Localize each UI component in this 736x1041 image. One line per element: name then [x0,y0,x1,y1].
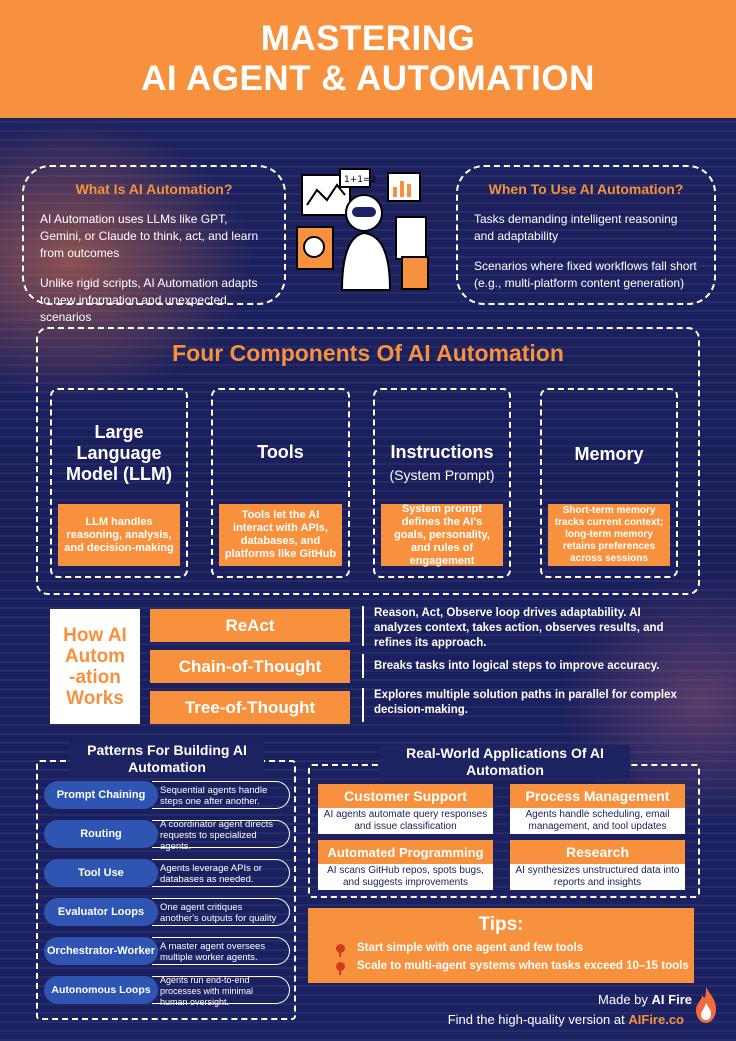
patterns-list: Prompt Chaining Sequential agents handle… [44,780,290,1007]
formula-text: 1+1=2 [344,175,376,185]
component-sub: (System Prompt) [389,467,495,483]
pattern-desc: One agent critiques another's outputs fo… [152,898,290,926]
tips-title: Tips: [478,914,524,935]
patterns-title: Patterns For Building AI Automation [70,742,264,776]
application-label: Process Management [510,784,685,808]
method-react-desc: Reason, Act, Observe loop drives adaptab… [362,606,682,649]
method-label: Tree-of-Thought [184,697,316,717]
how-it-works-title: How AI Autom -ation Works [63,624,127,709]
component-name: Tools [257,442,304,462]
method-chain-of-thought: Chain-of-Thought [150,650,350,683]
footer-find: Find the high-quality version at AIFire.… [448,1012,684,1027]
chart-card-4 [395,216,427,260]
method-tree-of-thought: Tree-of-Thought [150,691,350,724]
when-to-use-p2: Scenarios where fixed workflows fall sho… [474,259,697,290]
what-is-p2: Unlike rigid scripts, AI Automation adap… [40,276,258,324]
what-is-box: What Is AI Automation? AI Automation use… [22,165,286,324]
application-label: Research [510,840,685,864]
tip-text: Start simple with one agent and few tool… [357,942,584,954]
title-line-2: AI AGENT & AUTOMATION [141,59,595,98]
pattern-desc: Sequential agents handle steps one after… [152,781,290,809]
application-label: Customer Support [318,784,493,808]
component-card-memory: Memory Short-term memory tracks current … [540,388,678,578]
tip-item: Scale to multi-agent systems when tasks … [336,960,694,975]
formula-card [339,168,371,188]
pattern-desc: Agents run end-to-end processes with min… [152,975,290,1007]
title-line-1: MASTERING [260,19,476,58]
pattern-row: Routing A coordinator agent directs requ… [44,819,290,852]
when-to-use-box: When To Use AI Automation? Tasks demandi… [456,165,716,305]
brand-name: AI Fire [651,992,692,1007]
components-section [36,327,700,595]
component-name: Large Language Model (LLM) [66,422,172,484]
component-card-instructions: Instructions (System Prompt) System prom… [373,388,511,578]
pattern-label: Evaluator Loops [44,898,158,926]
application-desc: AI agents automate query responses and i… [318,808,493,834]
components-title: Four Components Of AI Automation [172,340,564,366]
component-desc: System prompt defines the AI's goals, pe… [381,503,503,567]
find-text: Find the high-quality version at [447,1012,625,1027]
pattern-label: Orchestrator-Worker [44,937,158,965]
made-by-text: Made by [598,992,648,1007]
component-name: Memory [574,444,644,464]
pattern-desc: A master agent oversees multiple worker … [152,937,290,965]
application-label: Automated Programming [318,840,493,864]
pattern-row: Orchestrator-Worker A master agent overs… [44,936,290,966]
application-desc: AI synthesizes unstructured data into re… [510,864,685,890]
when-to-use-p1: Tasks demanding intelligent reasoning an… [474,212,678,243]
pattern-label: Prompt Chaining [44,781,158,809]
pattern-desc: Agents leverage APIs or databases as nee… [152,859,290,887]
tip-text: Scale to multi-agent systems when tasks … [357,960,689,972]
application-automated-programming: Automated Programming AI scans GitHub re… [318,840,493,890]
applications-title: Real-World Applications Of AI Automation [380,745,630,779]
pattern-label: Autonomous Loops [44,976,158,1004]
pin-icon [336,961,345,975]
how-it-works-box: How AI Autom -ation Works [50,609,140,724]
tip-item: Start simple with one agent and few tool… [336,942,694,957]
method-chain-of-thought-desc: Breaks tasks into logical steps to impro… [362,654,682,678]
pattern-label: Routing [44,820,158,848]
robot-illustration: 1+1=2 [296,168,429,291]
when-to-use-title: When To Use AI Automation? [488,181,684,197]
pattern-row: Autonomous Loops Agents run end-to-end p… [44,975,290,1007]
pattern-desc: A coordinator agent directs requests to … [152,819,290,852]
method-react: ReAct [150,609,350,642]
robot-body [340,231,392,291]
method-label: Chain-of-Thought [178,656,322,676]
pattern-row: Evaluator Loops One agent critiques anot… [44,897,290,927]
application-research: Research AI synthesizes unstructured dat… [510,840,685,890]
chart-card-5 [401,256,429,290]
component-desc: LLM handles reasoning, analysis, and dec… [58,504,180,566]
application-desc: Agents handle scheduling, email manageme… [510,808,685,834]
application-customer-support: Customer Support AI agents automate quer… [318,784,493,834]
what-is-title: What Is AI Automation? [75,181,233,197]
component-desc: Short-term memory tracks current context… [548,504,670,566]
method-label: ReAct [225,615,275,635]
pattern-row: Prompt Chaining Sequential agents handle… [44,780,290,810]
header-banner: MASTERING AI AGENT & AUTOMATION [0,0,736,118]
method-tree-of-thought-desc: Explores multiple solution paths in para… [362,688,682,722]
component-card-llm: Large Language Model (LLM) LLM handles r… [50,388,188,578]
tips-box: Tips: Start simple with one agent and fe… [308,908,694,983]
pattern-row: Tool Use Agents leverage APIs or databas… [44,858,290,888]
pin-icon [336,943,345,957]
component-name: Instructions [390,442,494,462]
pattern-label: Tool Use [44,859,158,887]
footer-made-by: Made by AI Fire [598,992,692,1007]
flame-logo-icon [696,987,716,1023]
application-desc: AI scans GitHub repos, spots bugs, and s… [318,864,493,890]
application-process-management: Process Management Agents handle schedul… [510,784,685,834]
component-desc: Tools let the AI interact with APIs, dat… [219,504,342,566]
site-link[interactable]: AIFire.co [628,1012,684,1027]
what-is-p1: AI Automation uses LLMs like GPT, Gemini… [40,212,259,260]
component-card-tools: Tools Tools let the AI interact with API… [211,388,350,578]
